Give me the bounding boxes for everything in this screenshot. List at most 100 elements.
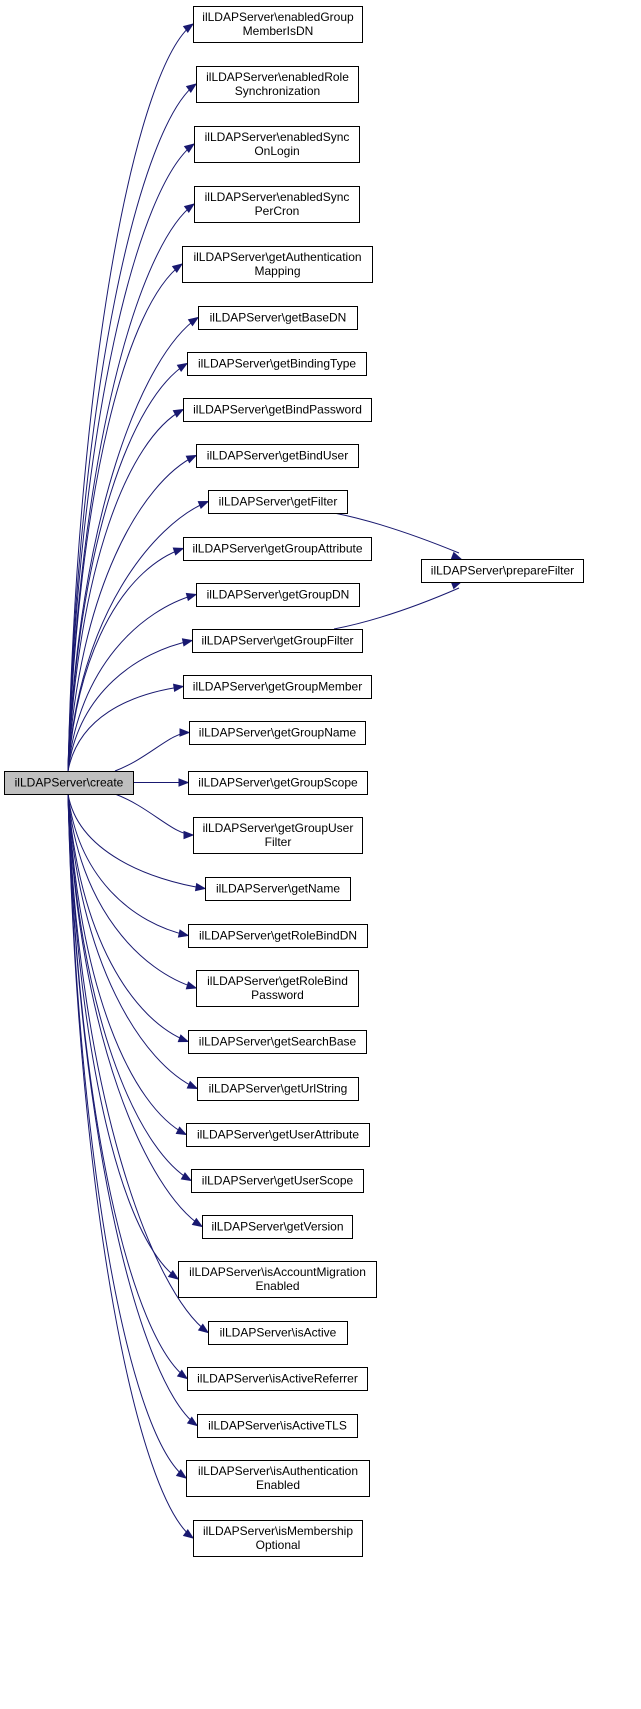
node-getGroupAttribute[interactable]: ilLDAPServer\getGroupAttribute [183,537,372,561]
node-getSearchBase[interactable]: ilLDAPServer\getSearchBase [188,1030,367,1054]
node-label: ilLDAPServer\getRoleBind [207,974,348,988]
node-box [196,444,359,468]
node-box [189,721,366,745]
edge-create-to-getBindingType [67,362,189,772]
edge-path [114,732,190,772]
edge-path [67,793,198,1426]
edge-arrowhead [182,23,195,34]
edge-create-to-getVersion [67,793,204,1228]
node-box [188,924,368,948]
node-getGroupScope[interactable]: ilLDAPServer\getGroupScope [188,771,368,795]
edge-create-to-getGroupDN [67,592,198,772]
node-getBindUser[interactable]: ilLDAPServer\getBindUser [196,444,359,468]
node-getRoleBindDN[interactable]: ilLDAPServer\getRoleBindDN [188,924,368,948]
node-getUserScope[interactable]: ilLDAPServer\getUserScope [191,1169,364,1193]
node-getGroupDN[interactable]: ilLDAPServer\getGroupDN [196,583,360,607]
node-label: ilLDAPServer\isAccountMigration [189,1265,366,1279]
node-box [183,398,372,422]
node-getUrlString[interactable]: ilLDAPServer\getUrlString [197,1077,359,1101]
node-label: ilLDAPServer\getGroupFilter [201,634,353,648]
node-box [194,186,360,223]
edge-arrowhead [183,830,195,840]
edge-arrowhead [172,408,185,418]
node-label: MemberIsDN [243,24,314,38]
edge-path [67,793,189,936]
edge-create-to-getBindUser [67,454,198,772]
node-box [193,1520,363,1557]
node-isActiveReferrer[interactable]: ilLDAPServer\isActiveReferrer [187,1367,368,1391]
node-box [198,306,358,330]
node-box [188,771,368,795]
node-getName[interactable]: ilLDAPServer\getName [205,877,351,901]
node-getVersion[interactable]: ilLDAPServer\getVersion [202,1215,353,1239]
edge-path [67,548,184,772]
node-box [186,1123,370,1147]
node-box [183,537,372,561]
edge-path [67,793,194,1539]
node-label: ilLDAPServer\enabledGroup [202,10,354,24]
node-label: OnLogin [254,144,299,158]
node-getBindPassword[interactable]: ilLDAPServer\getBindPassword [183,398,372,422]
node-box [205,877,351,901]
edge-create-to-getSearchBase [67,793,190,1043]
edge-path [67,594,197,772]
edge-arrowhead [177,1034,190,1043]
node-getUserAttribute[interactable]: ilLDAPServer\getUserAttribute [186,1123,370,1147]
node-getFilter[interactable]: ilLDAPServer\getFilter [208,490,348,514]
edge-path [333,512,460,554]
node-isActiveTLS[interactable]: ilLDAPServer\isActiveTLS [197,1414,358,1438]
node-label: Enabled [256,1478,300,1492]
edge-create-to-getRoleBindDN [67,793,190,938]
node-getGroupMember[interactable]: ilLDAPServer\getGroupMember [183,675,372,699]
node-box [183,675,372,699]
edge-create-to-getName [67,793,207,892]
edge-arrowhead [191,1217,204,1228]
node-box [178,1261,377,1298]
node-box [208,490,348,514]
node-label: ilLDAPServer\getGroupUser [203,821,354,835]
node-getGroupName[interactable]: ilLDAPServer\getGroupName [189,721,366,745]
edge-arrowhead [167,1270,180,1280]
node-box [197,1414,358,1438]
node-getGroupFilter[interactable]: ilLDAPServer\getGroupFilter [192,629,363,653]
edge-create-to-isActiveTLS [67,793,199,1427]
node-label: ilLDAPServer\getGroupDN [207,588,350,602]
node-box [187,352,367,376]
node-box [182,246,373,283]
node-label: Filter [265,835,292,849]
node-create[interactable]: ilLDAPServer\create [4,771,134,795]
node-prepareFilter[interactable]: ilLDAPServer\prepareFilter [421,559,584,583]
edge-create-to-getBaseDN [67,316,200,772]
node-label: ilLDAPServer\enabledSync [205,130,350,144]
node-label: Password [251,988,304,1002]
edge-arrowhead [450,551,463,560]
node-label: ilLDAPServer\getGroupMember [193,680,362,694]
node-label: ilLDAPServer\getSearchBase [199,1035,357,1049]
node-getBindingType[interactable]: ilLDAPServer\getBindingType [187,352,367,376]
node-box [196,583,360,607]
edge-path [67,263,183,772]
node-getBaseDN[interactable]: ilLDAPServer\getBaseDN [198,306,358,330]
node-box [186,1460,370,1497]
edge-create-to-enabledRoleSynchronization [67,83,198,772]
edge-create-to-getUserScope [67,793,193,1182]
node-label: Synchronization [235,84,320,98]
node-box [4,771,134,795]
node-box [191,1169,364,1193]
edge-arrowhead [182,1528,195,1539]
edge-path [67,793,192,1181]
node-label: ilLDAPServer\isAuthentication [198,1464,358,1478]
node-label: ilLDAPServer\getName [216,882,340,896]
node-label: ilLDAPServer\getUserScope [202,1174,354,1188]
node-isActive[interactable]: ilLDAPServer\isActive [208,1321,348,1345]
